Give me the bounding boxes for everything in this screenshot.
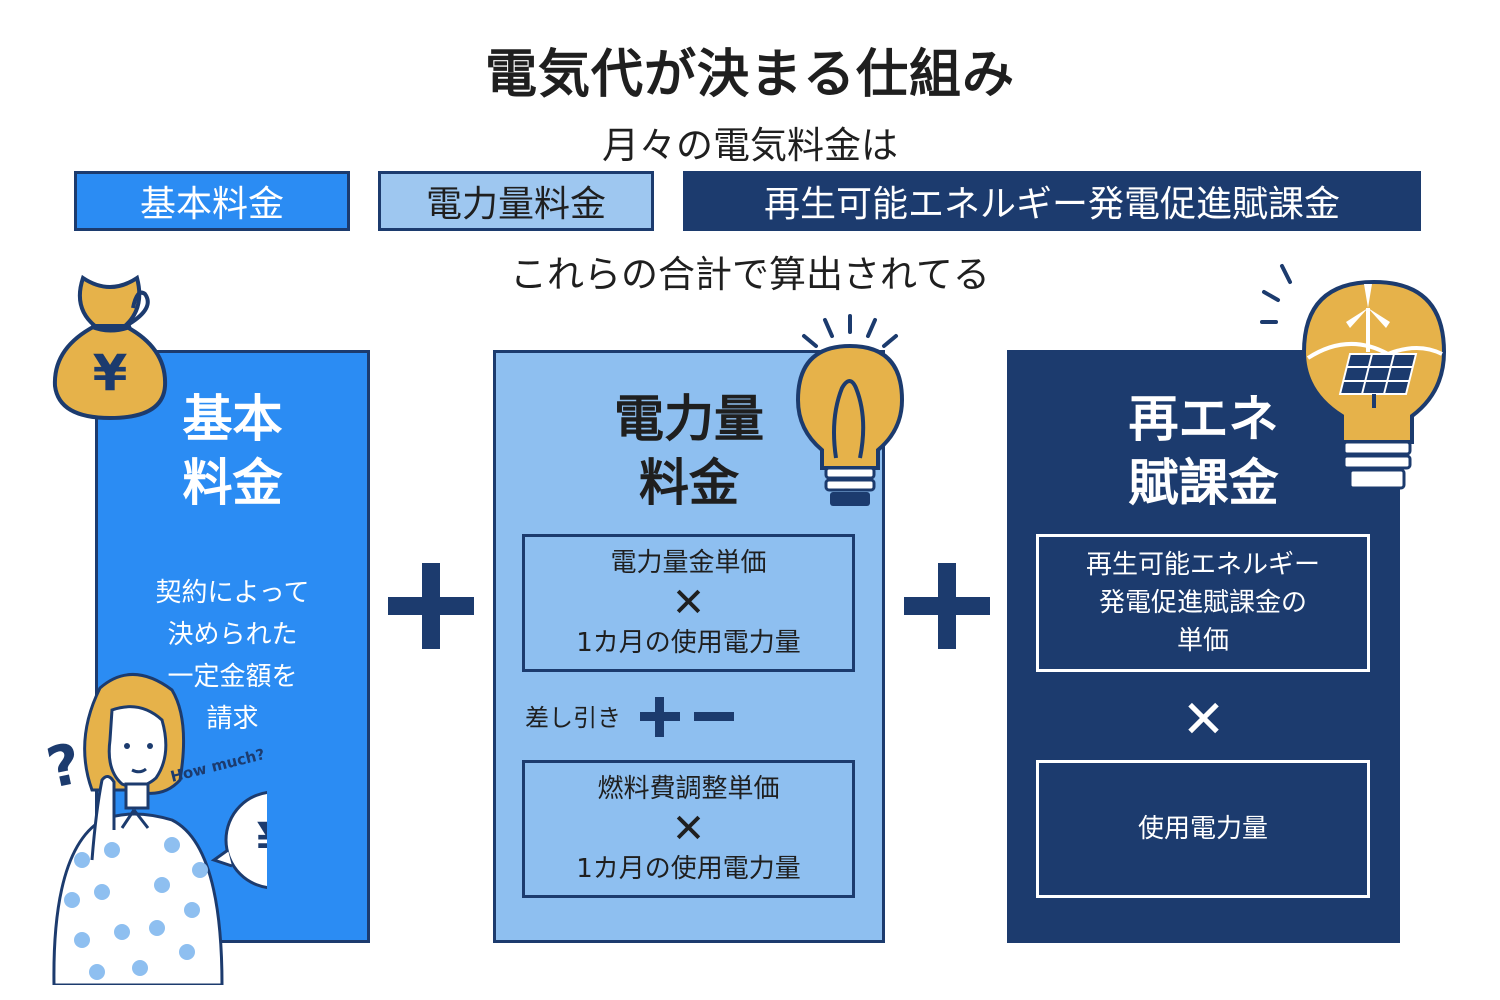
tag-energy-fee: 電力量料金: [378, 171, 654, 231]
light-bulb-icon: [795, 314, 905, 506]
fuel-adjustment-label: 燃料費調整単価: [597, 774, 780, 804]
fuel-adjustment-box: 燃料費調整単価 ✕ 1カ月の使用電力量: [522, 760, 855, 898]
usage-label: 使用電力量: [1137, 814, 1268, 844]
question-mark-icon: ?: [41, 731, 86, 801]
intro-text: 月々の電気料金は: [602, 124, 898, 167]
tag-basic-fee: 基本料金: [74, 171, 350, 231]
renewable-unit-price-line: 再生可能エネルギー: [1085, 550, 1320, 580]
energy-unit-price-box: 電力量金単価 ✕ 1カ月の使用電力量: [522, 534, 855, 672]
plus-icon-vertical: [422, 563, 440, 649]
description-line: 決められた: [167, 620, 298, 650]
multiply-icon: ✕: [1181, 690, 1226, 750]
panel-renewable-title: 再エネ 賦課金: [1007, 387, 1400, 515]
renewable-unit-price-box: 再生可能エネルギー 発電促進賦課金の 単価: [1036, 534, 1370, 672]
panel-energy-title-line: 電力量: [614, 390, 764, 448]
panel-energy-title-line: 料金: [639, 454, 739, 512]
monthly-usage-label: 1カ月の使用電力量: [576, 854, 801, 884]
panel-renewable-surcharge: [1007, 350, 1400, 943]
adjust-label: 差し引き: [525, 704, 621, 732]
renewable-unit-price-line: 単価: [1176, 626, 1229, 656]
description-line: 請求: [206, 704, 259, 734]
panel-energy-title: 電力量 料金: [493, 387, 885, 515]
monthly-usage-label: 1カ月の使用電力量: [576, 628, 801, 658]
plus-icon-vertical: [938, 563, 956, 649]
panel-basic-description: 契約によって 決められた 一定金額を 請求: [95, 572, 370, 740]
multiply-icon: ✕: [671, 580, 706, 626]
bubble-yen-symbol: ¥: [257, 812, 267, 870]
money-bag-icon: ¥: [52, 274, 168, 421]
panel-basic-title-line: 料金: [182, 454, 283, 512]
outro-text: これらの合計で算出されてる: [510, 253, 990, 296]
adjust-plus-icon-vertical: [655, 697, 664, 737]
renewable-bulb-icon: [1260, 264, 1447, 490]
person-thinking-illustration: ? How much? ¥: [41, 673, 267, 985]
tag-renewable-surcharge: 再生可能エネルギー発電促進賦課金: [683, 171, 1421, 231]
panel-basic-title: 基本 料金: [95, 387, 370, 515]
description-line: 契約によって: [155, 578, 310, 608]
panel-renewable-title-line: 賦課金: [1128, 454, 1279, 512]
panel-renewable-title-line: 再エネ: [1128, 390, 1279, 448]
description-line: 一定金額を: [167, 662, 298, 692]
page-title: 電気代が決まる仕組み: [484, 45, 1015, 105]
usage-box: 使用電力量: [1036, 760, 1370, 898]
renewable-unit-price-line: 発電促進賦課金の: [1098, 588, 1307, 618]
multiply-icon: ✕: [671, 806, 706, 852]
panel-basic-title-line: 基本: [182, 390, 283, 448]
energy-unit-price-label: 電力量金単価: [610, 548, 767, 578]
bag-yen-symbol: ¥: [93, 344, 128, 402]
adjust-minus-icon: [694, 712, 734, 721]
